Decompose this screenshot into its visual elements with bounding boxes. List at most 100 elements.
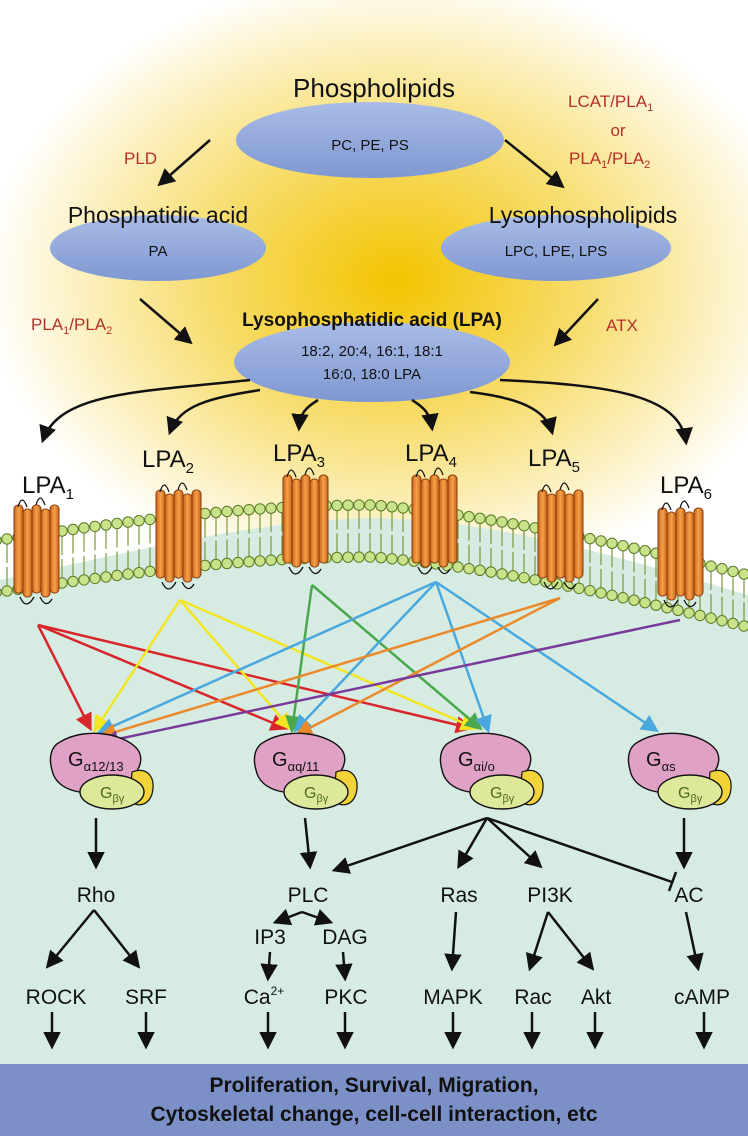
effector-pi3k: PI3K [527,884,573,907]
phosphatidic-acid-title: Phosphatidic acid [68,202,248,228]
lpa-sub2: 16:0, 18:0 LPA [323,366,421,383]
arrow-lpa3-gq [285,584,314,734]
arrow-lpa-to-lpa5 [469,390,557,436]
arrow-gi-pi3k [486,817,543,869]
lysophospholipids-node: Lysophospholipids LPC, LPE, LPS [441,202,677,281]
phospholipids-sub: PC, PE, PS [331,137,409,154]
phosphatidic-acid-node: Phosphatidic acid PA [50,202,266,281]
arrow-gi-ras [457,817,489,870]
receptor-label-5: LPA5 [528,445,580,476]
arrow-lpa-to-lpa1 [39,378,251,444]
lysophospholipids-sub: LPC, LPE, LPS [505,243,608,260]
effector-srf: SRF [125,986,167,1009]
arrow-ras-mapk [444,911,462,972]
arrow-lpa1-gi [37,623,474,734]
arrow-rho-srf [93,909,141,969]
gprotein-beta-label-3: Gβγ [490,785,515,805]
arrow-plc-ip3 [272,908,303,926]
enzyme-lcat: LCAT/PLA1 [568,92,653,114]
arrow-plc-dag [301,909,334,926]
effector-mapk: MAPK [423,986,483,1009]
enzyme-atx: ATX [606,316,638,335]
gprotein-beta-label-4: Gβγ [678,785,703,805]
arrow-rho-rock [45,909,95,969]
arrow-lpa-to-lpa2 [166,388,261,436]
receptor-lpa2 [155,482,202,590]
arrow-lpa5-gq [294,596,561,736]
extracellular-glow [0,0,748,560]
gprotein-beta-label-1: Gβγ [100,785,125,805]
arrow-lpa-to-lpa4 [411,398,439,432]
arrow-pi3k-akt [547,911,595,971]
receptor-lpa5 [537,482,584,590]
effector-rock: ROCK [26,986,87,1009]
outcome-line1: Proliferation, Survival, Migration, [209,1074,538,1097]
effector-ip3: IP3 [254,926,286,949]
receptor-lpa4 [411,467,458,575]
arrow-lpa2-g12 [93,599,182,733]
arrow-pl-to-lysopl [504,139,565,189]
arrow-lysopl-to-lpa [553,298,599,347]
effector-pkc: PKC [324,986,367,1009]
gprotein-alpha-label-3: Gαi/o [458,749,495,774]
arrow-pi3k-rac [525,911,550,972]
receptor-label-2: LPA2 [142,446,194,477]
phospholipids-node: Phospholipids PC, PE, PS [236,73,504,178]
receptor-label-1: LPA1 [22,472,74,503]
arrow-pa-to-lpa [139,298,193,345]
receptor-label-6: LPA6 [660,472,712,503]
inhibit-bar [667,871,678,892]
arrow-lpa-to-lpa3 [291,398,319,432]
effector-ras: Ras [440,884,477,907]
effector-camp: cAMP [674,986,730,1009]
phosphatidic-acid-sub: PA [149,243,168,260]
effector-dag: DAG [322,926,368,949]
arrow-lpa4-gs [435,580,659,732]
coupling-arrows [36,580,681,748]
enzyme-pla1-pla2-right: PLA1/PLA2 [569,149,650,171]
effector-ca: Ca2+ [244,984,285,1009]
effector-rho: Rho [77,884,116,907]
arrow-lpa5-g12 [98,596,561,741]
arrow-gi-plc [331,816,488,874]
arrow-lpa4-g12 [96,580,437,735]
gprotein-beta-label-2: Gβγ [304,785,329,805]
arrow-lpa-to-lpa6 [499,378,693,446]
arrow-pl-to-pa [157,139,211,187]
lysophospholipids-title: Lysophospholipids [489,202,677,228]
arrow-ac-camp [684,911,704,972]
outcome-line2: Cytoskeletal change, cell-cell interacti… [151,1103,598,1126]
arrow-gq-plc [299,817,318,870]
effector-plc: PLC [288,884,329,907]
receptor-label-3: LPA3 [273,440,325,471]
effector-ac: AC [674,884,703,907]
receptor-lpa6 [657,500,704,608]
enzyme-or: or [610,121,625,140]
receptor-lpa1 [13,497,60,605]
gprotein-alpha-label-2: Gαq/11 [272,749,319,774]
outcome-bar [0,1064,748,1136]
arrow-lpa3-gi [311,584,483,731]
arrow-lpa1-g12 [36,624,92,732]
receptor-lpa3 [282,467,329,575]
gprotein-alpha-label-1: Gα12/13 [68,749,124,774]
inhibit-gi-ac [486,816,673,884]
effector-rac: Rac [514,986,551,1009]
arrow-ip3-ca [260,951,278,982]
effector-akt: Akt [581,986,612,1009]
arrow-lpa6-g12 [100,618,681,748]
lpa-node: Lysophosphatidic acid (LPA) 18:2, 20:4, … [234,310,510,402]
lpa-title: Lysophosphatidic acid (LPA) [242,310,502,331]
cell-interior [0,518,748,1136]
phospholipids-title: Phospholipids [293,73,455,103]
arrow-lpa1-gq [37,623,289,731]
lpa-sub1: 18:2, 20:4, 16:1, 18:1 [301,343,443,360]
receptor-label-4: LPA4 [405,440,457,471]
receptor-group [13,467,704,608]
